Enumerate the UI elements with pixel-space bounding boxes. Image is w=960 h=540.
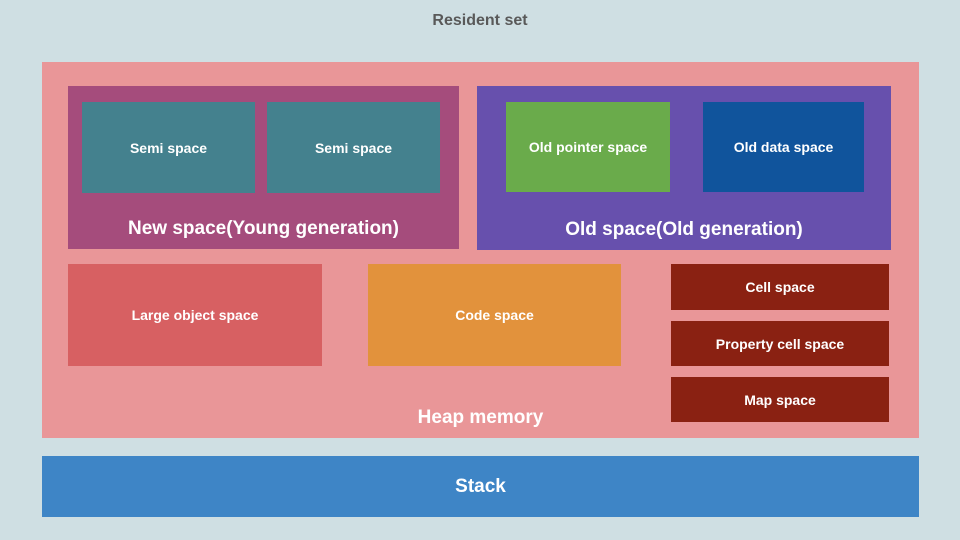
- old-data-space-box: Old data space: [703, 102, 864, 192]
- new-space-region: Semi space Semi space New space(Young ge…: [68, 86, 459, 249]
- semi-space-box-2: Semi space: [267, 102, 440, 193]
- stack-box: Stack: [42, 456, 919, 517]
- new-space-label: New space(Young generation): [128, 218, 399, 239]
- old-space-region: Old pointer space Old data space Old spa…: [477, 86, 891, 250]
- old-space-label: Old space(Old generation): [565, 219, 803, 240]
- heap-memory-label: Heap memory: [417, 407, 544, 428]
- property-cell-space-box: Property cell space: [671, 321, 889, 366]
- semi-space-box-1: Semi space: [82, 102, 255, 193]
- cell-space-box: Cell space: [671, 264, 889, 310]
- old-pointer-space-box: Old pointer space: [506, 102, 670, 192]
- large-object-space-box: Large object space: [68, 264, 322, 366]
- code-space-box: Code space: [368, 264, 621, 366]
- heap-memory-region: Semi space Semi space New space(Young ge…: [42, 62, 919, 438]
- page-title: Resident set: [432, 12, 528, 29]
- map-space-box: Map space: [671, 377, 889, 422]
